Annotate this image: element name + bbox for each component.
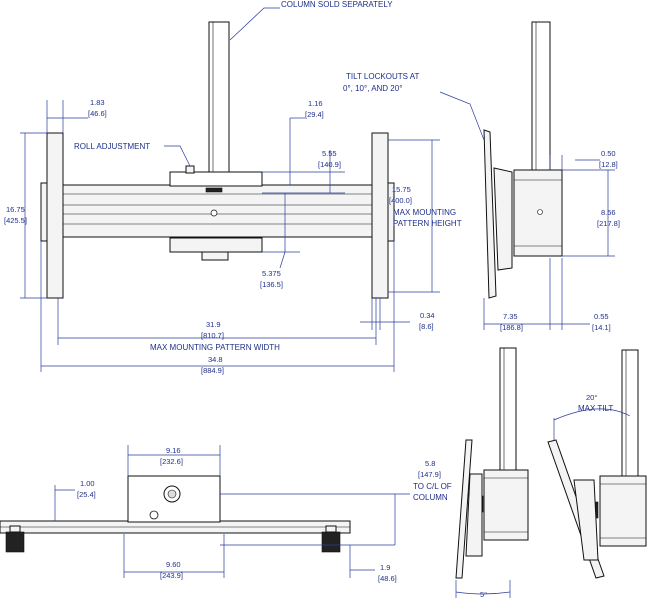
- dim-31-9-mm: [810.7]: [201, 331, 224, 340]
- tilt-20-degrees: 20°: [586, 393, 597, 402]
- left-upright: [46, 132, 64, 299]
- tilt-20-view: [547, 349, 647, 579]
- dim-1-00-mm: [25.4]: [77, 490, 96, 499]
- dim-9-60-in: 9.60: [166, 560, 181, 569]
- dim-15-75-in: 15.75: [392, 185, 411, 194]
- dim-8-58-in: 8.56: [601, 208, 616, 217]
- dim-9-60-mm: [243.9]: [160, 571, 183, 580]
- dim-0-50-in: 0.50: [601, 149, 616, 158]
- right-upright: [371, 132, 389, 299]
- dim-5-55-mm: [140.9]: [318, 160, 341, 169]
- dim-0-50-mm: [12.8]: [599, 160, 618, 169]
- tilt20-bracket: [573, 479, 599, 561]
- dim-7-35-in: 7.35: [503, 312, 518, 321]
- right-clamp: [321, 531, 341, 553]
- dim-15-75-mm: [400.0]: [389, 196, 412, 205]
- tilt-lockouts-label-2: 0°, 10°, AND 20°: [343, 84, 402, 93]
- dim-0-55-mm: [14.1]: [592, 323, 611, 332]
- side-column: [531, 21, 551, 171]
- tilt20-column: [621, 349, 639, 479]
- left-clamp: [5, 531, 25, 553]
- front-view-dimensions: COLUMN SOLD SEPARATELY 1.83 [46.6] 1.16 …: [4, 0, 462, 375]
- dim-16-75-mm: [425.5]: [4, 216, 27, 225]
- max-pattern-width-label: MAX MOUNTING PATTERN WIDTH: [150, 343, 280, 352]
- bolt: [210, 209, 218, 217]
- dim-5-55-in: 5.55: [322, 149, 337, 158]
- dim-1-83-mm: [46.6]: [88, 109, 107, 118]
- brand-label: [205, 187, 223, 193]
- center-bracket: [169, 171, 263, 187]
- tilt5-plate: [455, 439, 473, 579]
- side-view: [483, 21, 563, 299]
- side-plate: [483, 129, 497, 299]
- max-pattern-height-label-2: PATTERN HEIGHT: [393, 219, 462, 228]
- top-view: [0, 475, 351, 553]
- dim-1-16-mm: [29.4]: [305, 110, 324, 119]
- dim-16-75-in: 16.75: [6, 205, 25, 214]
- dim-1-16-in: 1.16: [308, 99, 323, 108]
- dim-5-8-mm: [147.9]: [418, 470, 441, 479]
- front-view: [40, 21, 395, 299]
- side-view-dimensions: TILT LOCKOUTS AT 0°, 10°, AND 20° 0.50 […: [343, 72, 620, 332]
- horizontal-rail: [62, 184, 373, 238]
- dim-5-375-in: 5.375: [262, 269, 281, 278]
- dim-1-83-in: 1.83: [90, 98, 105, 107]
- dim-31-9-in: 31.9: [206, 320, 221, 329]
- tilt-5-dimensions: 5°: [455, 580, 511, 599]
- max-pattern-height-label-1: MAX MOUNTING: [393, 208, 456, 217]
- column-sold-separately-label: COLUMN SOLD SEPARATELY: [281, 0, 393, 9]
- dim-1-00-in: 1.00: [80, 479, 95, 488]
- to-cl-label-1: TO C/L OF: [413, 482, 452, 491]
- dim-9-16-mm: [232.6]: [160, 457, 183, 466]
- dim-34-8-in: 34.8: [208, 355, 223, 364]
- tilt5-column: [499, 347, 517, 473]
- tilt5-housing: [483, 469, 529, 541]
- tilt-lockouts-label-1: TILT LOCKOUTS AT: [346, 72, 419, 81]
- dim-9-16-in: 9.16: [166, 446, 181, 455]
- max-tilt-label: MAX TILT: [578, 404, 613, 413]
- dim-5-375-mm: [136.5]: [260, 280, 283, 289]
- top-view-dimensions: 9.16 [232.6] 1.00 [25.4] 9.60 [243.9] 5.…: [54, 445, 452, 583]
- tilt-5-degrees: 5°: [480, 590, 487, 599]
- column: [208, 21, 230, 175]
- dim-0-34-in: 0.34: [420, 311, 435, 320]
- dim-7-35-mm: [186.8]: [500, 323, 523, 332]
- dim-8-58-mm: [217.8]: [597, 219, 620, 228]
- dim-0-34-mm: [8.6]: [419, 322, 434, 331]
- to-cl-label-2: COLUMN: [413, 493, 448, 502]
- tilt5-bracket: [465, 473, 483, 557]
- dim-5-8-in: 5.8: [425, 459, 435, 468]
- dim-0-55-in: 0.55: [594, 312, 609, 321]
- dim-1-9-in: 1.9: [380, 563, 390, 572]
- tilt-5-view: [455, 347, 529, 579]
- dim-34-8-mm: [884.9]: [201, 366, 224, 375]
- roll-adjustment-label: ROLL ADJUSTMENT: [74, 142, 150, 151]
- dim-1-9-mm: [48.6]: [378, 574, 397, 583]
- tilt-bracket: [493, 167, 513, 271]
- tilt-20-dimensions: 20° MAX TILT: [553, 393, 631, 440]
- tilt20-housing: [599, 475, 647, 547]
